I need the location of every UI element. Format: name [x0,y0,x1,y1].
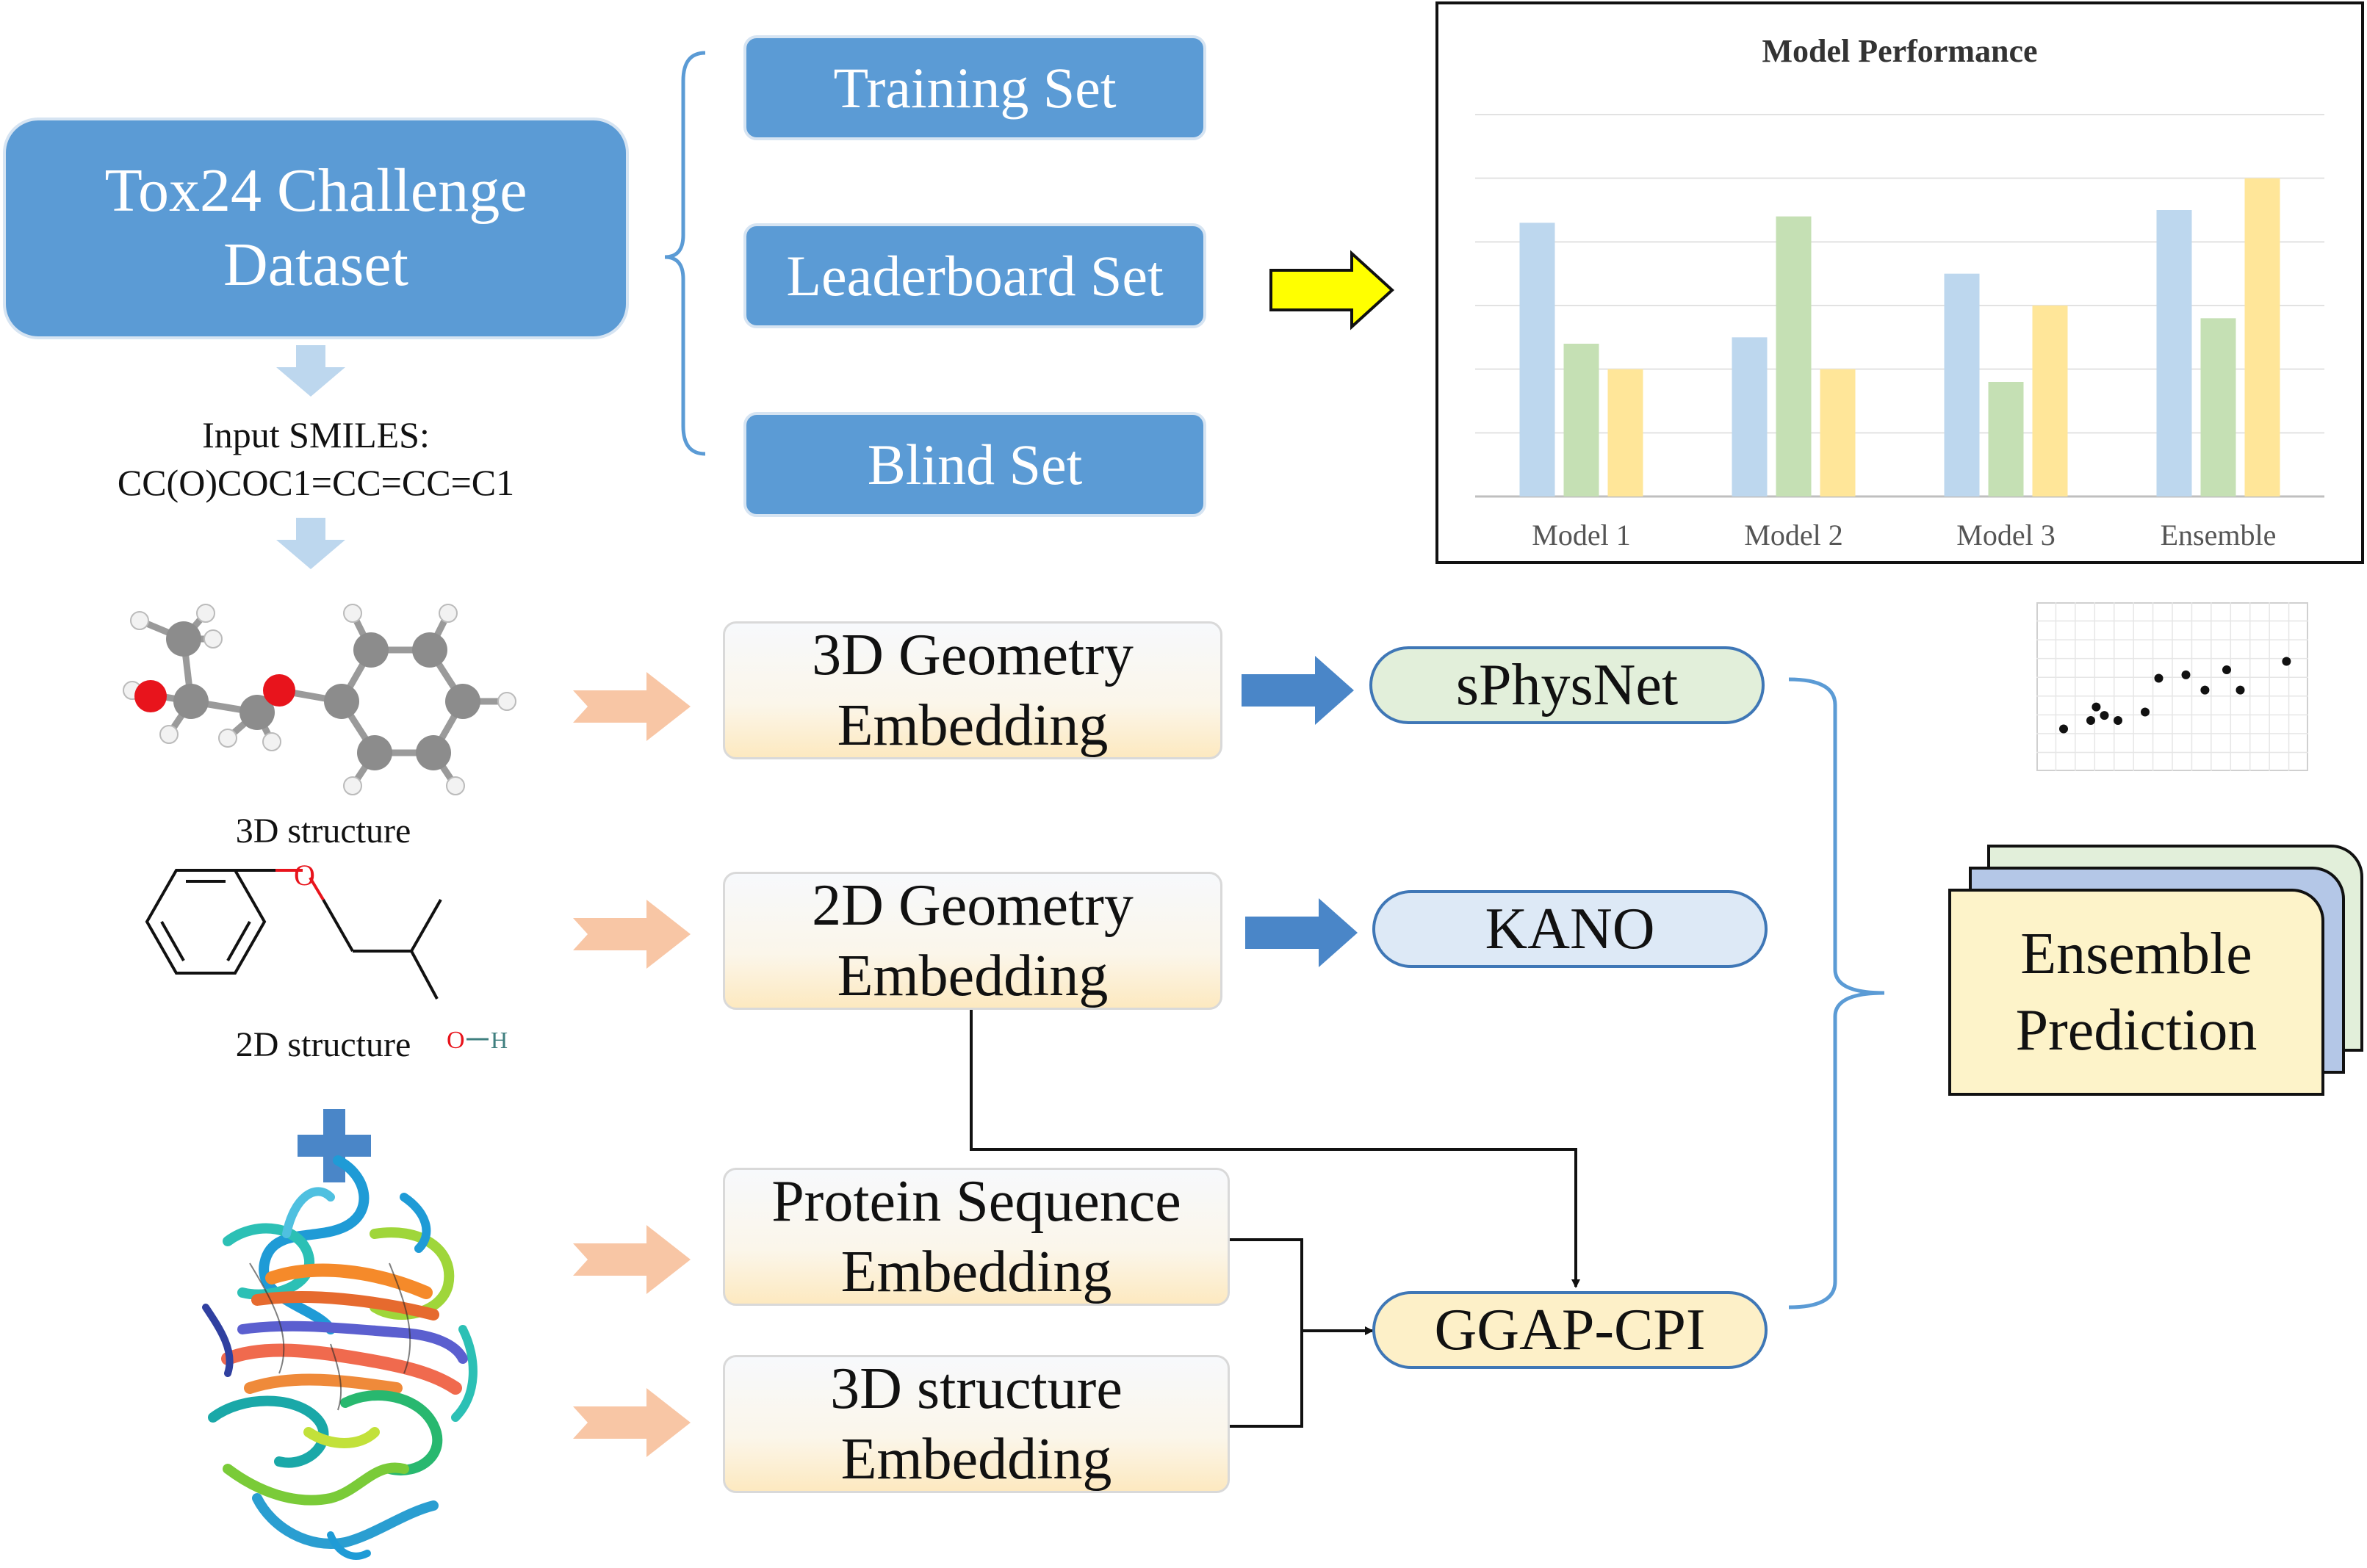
model-sphysnet-label: sPhysNet [1455,652,1679,718]
models-bracket [1788,677,1885,1309]
scatter-point [2200,685,2210,695]
leaderboard-set-box: Leaderboard Set [743,223,1206,328]
blue-arrow-sphysnet [1242,656,1354,725]
scatter-point [2282,657,2291,666]
model-kano: KANO [1372,890,1768,968]
embedding-3d-structure-line1: 3D structure [830,1356,1123,1421]
dataset-title-line2: Dataset [223,231,408,299]
embedding-2d-geometry: 2D Geometry Embedding [723,872,1222,1010]
orange-arrow-3 [573,1225,691,1294]
chart-category-label: Model 1 [1532,519,1630,552]
smiles-value: CC(O)COC1=CC=CC=C1 [117,462,515,503]
down-arrow-dataset [276,345,345,397]
chart-bar [1944,273,1980,496]
smiles-block: Input SMILES: CC(O)COC1=CC=CC=C1 [73,411,558,507]
embedding-3d-geometry-line2: Embedding [837,693,1109,758]
training-set-box: Training Set [743,35,1206,140]
dataset-title-line1: Tox24 Challenge [104,156,527,225]
down-arrow-smiles [276,518,345,569]
protein-ribbon-structure [202,1155,478,1560]
scatter-point [2154,673,2164,683]
scatter-point [2114,716,2122,725]
blind-set-label: Blind Set [867,432,1083,496]
chart-category-label: Model 3 [1956,519,2055,552]
performance-chart: Model Performance Model 1 Model 2 Model 3 E… [1475,33,2324,552]
plus-icon [298,1109,371,1182]
orange-arrow-1 [573,672,691,741]
svg-text:O: O [447,1027,465,1054]
smiles-label: Input SMILES: [202,414,430,455]
model-ggap-cpi: GGAP-CPI [1372,1291,1768,1369]
performance-chart-frame: Model Performance Model 1 Model 2 Model 3 E… [1435,1,2364,564]
training-set-label: Training Set [833,55,1117,120]
model-ggap-cpi-label: GGAP-CPI [1434,1297,1706,1362]
embedding-3d-structure: 3D structure Embedding [723,1355,1230,1493]
embedding-2d-geometry-line2: Embedding [837,944,1109,1008]
chart-bar [1820,369,1856,496]
ensemble-prediction-card: Ensemble Prediction [1948,889,2324,1096]
molecule-3d-model [123,604,516,795]
embedding-protein-sequence-line2: Embedding [840,1240,1112,1304]
scatter-plot-thumbnail [2036,602,2308,771]
scatter-point [2236,685,2245,695]
yellow-arrow [1269,250,1394,330]
embedding-2d-geometry-line1: 2D Geometry [812,873,1134,938]
embedding-3d-geometry-line1: 3D Geometry [812,623,1134,687]
chart-bar [2200,318,2236,496]
model-kano-label: KANO [1485,896,1655,961]
chart-title: Model Performance [1762,33,2037,69]
embedding-3d-structure-line2: Embedding [840,1427,1112,1492]
chart-category-label: Ensemble [2161,519,2277,552]
molecule-2d-structure: O O H [145,863,508,1054]
blind-set-box: Blind Set [743,412,1206,517]
chart-bar [1563,344,1599,496]
orange-arrow-2 [573,900,691,969]
chart-bar [2244,178,2280,496]
chart-bar [2032,306,2068,496]
connector-protein-merge [1228,1238,1303,1428]
embedding-3d-geometry: 3D Geometry Embedding [723,621,1222,759]
scatter-point [2059,724,2068,734]
svg-text:O: O [294,863,315,892]
chart-bar [1776,216,1812,496]
ensemble-line1: Ensemble [2020,922,2252,986]
scatter-point [2222,665,2231,674]
scatter-point [2092,702,2101,712]
chart-bar [1732,337,1768,496]
scatter-point [2086,716,2095,725]
scatter-point [2141,707,2150,717]
dataset-box: Tox24 Challenge Dataset [3,118,629,339]
chart-bar [1988,382,2024,496]
leaderboard-set-label: Leaderboard Set [786,243,1164,308]
blue-arrow-kano [1245,898,1358,967]
chart-category-label: Model 2 [1744,519,1842,552]
dataset-bracket [664,51,706,456]
ensemble-line2: Prediction [2015,998,2258,1063]
orange-arrow-4 [573,1388,691,1457]
embedding-protein-sequence: Protein Sequence Embedding [723,1168,1230,1306]
model-sphysnet: sPhysNet [1369,646,1765,724]
caption-2d-structure: 2D structure [235,1025,411,1064]
chart-bar [2156,210,2192,496]
embedding-protein-sequence-line1: Protein Sequence [771,1169,1181,1234]
svg-text:H: H [491,1027,508,1053]
scatter-point [2181,670,2191,679]
caption-3d-structure: 3D structure [235,812,411,850]
chart-bar [1519,223,1555,496]
chart-bar [1607,369,1643,496]
connector-2d-to-ggap [970,1010,1580,1288]
scatter-point [2100,711,2109,720]
